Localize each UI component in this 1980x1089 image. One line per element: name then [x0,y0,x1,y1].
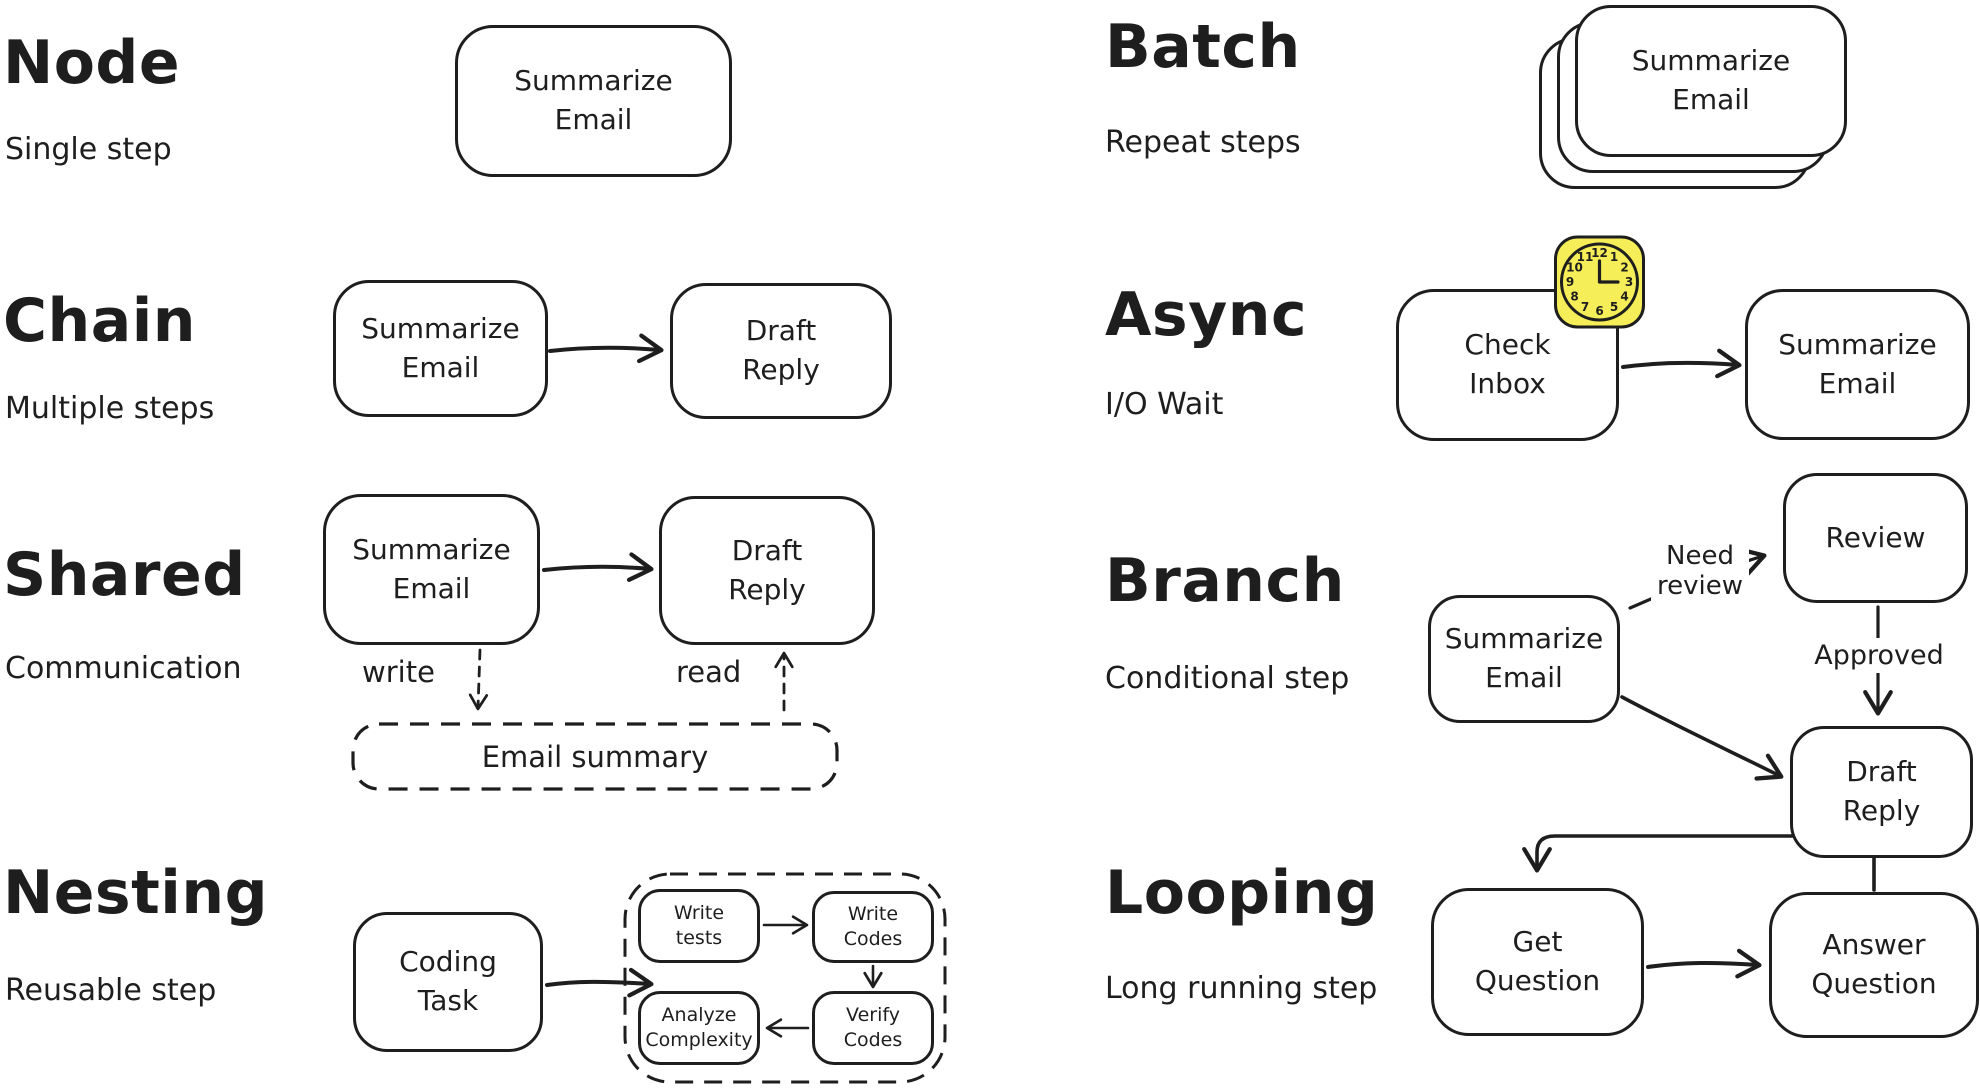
clock-icon: 12 1 2 3 4 5 6 7 8 9 10 11 [1553,234,1646,330]
clock-face-circle [1560,242,1639,322]
shared-read-label: read [676,655,742,689]
looping-title: Looping [1105,858,1379,928]
async-arrow [1621,348,1742,379]
nesting-box-write-tests: Write tests [638,889,760,963]
svg-text:9: 9 [1566,275,1574,289]
nesting-box-verify-codes: Verify Codes [812,991,934,1065]
clock-numbers: 12 1 2 3 4 5 6 7 8 9 10 11 [1566,246,1633,318]
shared-box-label: Draft Reply [728,533,806,606]
looping-box-label: Answer Question [1811,928,1937,1000]
shared-subtitle: Communication [5,651,242,686]
svg-text:3: 3 [1625,275,1633,289]
looping-main-arrow [1646,948,1762,979]
clock-hands [1597,259,1620,284]
looping-subtitle: Long running step [1105,971,1378,1006]
branch-box-review: Review [1783,473,1968,603]
branch-subtitle: Conditional step [1105,661,1350,696]
nesting-box-write-codes: Write Codes [812,891,934,963]
branch-approved-label: Approved [1808,638,1950,674]
async-title: Async [1105,280,1308,350]
svg-text:4: 4 [1620,290,1628,304]
chain-box-summarize-email: Summarize Email [333,280,548,417]
nesting-box-label: Verify Codes [843,1004,903,1051]
branch-box-draft-reply: Draft Reply [1790,726,1973,858]
branch-title: Branch [1105,546,1345,616]
shared-write-arrow [468,648,489,711]
node-title: Node [3,28,181,98]
batch-card-front-summarize-email: Summarize Email [1575,5,1847,157]
chain-subtitle: Multiple steps [5,391,215,426]
shared-write-label: write [362,655,435,689]
shared-main-arrow [542,552,654,582]
branch-box-label: Review [1825,520,1926,554]
svg-text:1: 1 [1610,250,1618,264]
shared-store-outline [351,722,839,791]
clock-icon-graphic: 12 1 2 3 4 5 6 7 8 9 10 11 [1554,235,1645,329]
branch-need-review-label: Need review [1642,540,1758,604]
node-box-label: Summarize Email [514,64,673,136]
branch-box-label: Summarize Email [1444,622,1604,694]
svg-text:11: 11 [1577,250,1594,264]
chain-box-label: Draft Reply [742,314,820,386]
svg-text:10: 10 [1566,261,1583,275]
chain-box-label: Summarize Email [361,311,520,384]
svg-text:6: 6 [1595,304,1603,318]
chain-box-draft-reply: Draft Reply [670,283,892,419]
branch-box-label: Draft Reply [1842,755,1921,827]
nesting-group-outline [623,872,947,1084]
chain-title: Chain [3,286,197,356]
node-subtitle: Single step [5,132,172,167]
looping-box-label: Get Question [1474,925,1601,997]
nesting-main-arrow [545,967,654,998]
nesting-box-coding-task: Coding Task [353,912,543,1052]
svg-text:2: 2 [1620,261,1628,275]
svg-text:8: 8 [1570,290,1578,304]
branch-box-summarize-email: Summarize Email [1428,595,1620,723]
batch-box-label: Summarize Email [1631,44,1791,116]
nesting-box-label: Analyze Complexity [645,1004,753,1051]
chain-arrow [548,333,664,364]
batch-title: Batch [1105,12,1301,82]
nesting-box-analyze-complexity: Analyze Complexity [638,991,760,1065]
nesting-title: Nesting [3,858,269,928]
shared-store-email-summary: Email summary [353,724,837,789]
nesting-subtitle: Reusable step [5,973,217,1008]
shared-title: Shared [3,540,246,610]
svg-text:5: 5 [1610,300,1618,314]
shared-box-label: Summarize Email [352,532,511,605]
nesting-box-label: Coding Task [399,945,497,1017]
looping-box-get-question: Get Question [1431,888,1644,1036]
branch-draft-arrow [1620,695,1784,781]
async-box-label: Summarize Email [1778,327,1937,400]
node-box-summarize-email: Summarize Email [455,25,732,177]
async-subtitle: I/O Wait [1105,387,1224,422]
svg-text:7: 7 [1581,300,1589,314]
shared-box-draft-reply: Draft Reply [659,496,875,645]
nesting-box-label: Write tests [673,902,725,949]
svg-text:12: 12 [1591,246,1608,260]
async-box-label: Check Inbox [1464,328,1551,400]
looping-box-answer-question: Answer Question [1769,892,1979,1038]
shared-box-summarize-email: Summarize Email [323,494,540,645]
shared-store-label: Email summary [481,739,709,774]
batch-subtitle: Repeat steps [1105,125,1301,160]
nesting-box-label: Write Codes [843,903,903,950]
async-box-summarize-email: Summarize Email [1745,289,1970,440]
